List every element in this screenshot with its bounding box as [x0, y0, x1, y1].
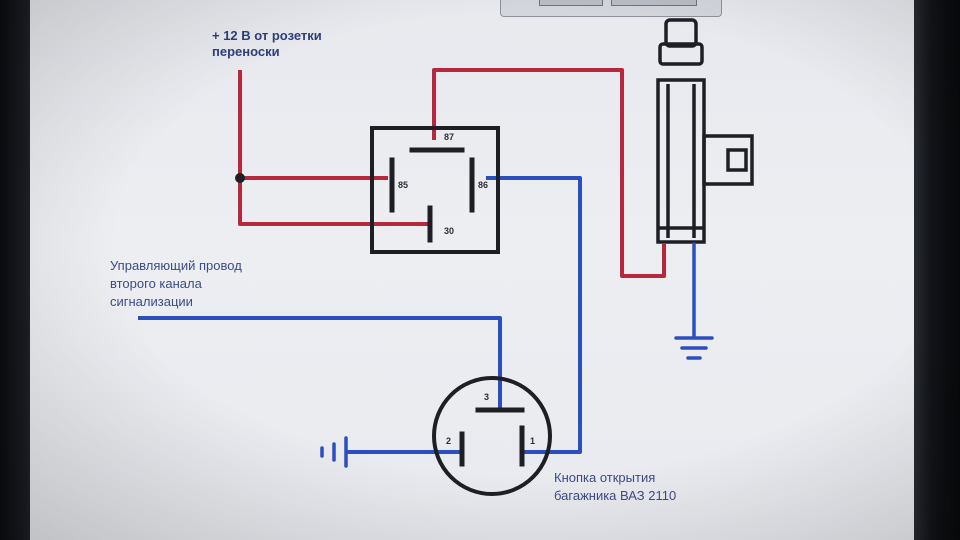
ground-icon	[674, 242, 714, 360]
monitor-bezel-right	[912, 0, 960, 540]
wiring-diagram-screen	[30, 0, 914, 540]
relay-body	[370, 126, 500, 254]
relay-pin-87: 87	[444, 132, 455, 142]
control-wire	[138, 316, 502, 408]
actuator-body	[656, 78, 706, 244]
relay-86-to-button	[486, 176, 582, 454]
actuator-plug	[664, 18, 698, 48]
power-source-label-line2: переноски	[212, 44, 280, 59]
button-body	[432, 376, 552, 496]
power-source-label-line1: + 12 В от розетки	[212, 28, 322, 43]
dialog-button[interactable]	[539, 0, 603, 6]
relay-pin-86: 86	[478, 180, 489, 190]
button-pin-2: 2	[446, 436, 452, 446]
lock-actuator	[656, 18, 754, 244]
control-wire-label-line1: Управляющий провод	[110, 258, 242, 273]
actuator-side-notch	[726, 148, 748, 172]
power-wire-to-30	[238, 70, 428, 226]
relay-pin-85: 85	[398, 180, 409, 190]
button-pin-1: 1	[530, 436, 536, 446]
relay-pin-30: 30	[444, 226, 455, 236]
actuator-side-block	[702, 134, 754, 186]
window-dialog-edge	[500, 0, 722, 17]
dialog-button[interactable]	[611, 0, 697, 6]
button-label-line2: багажника ВАЗ 2110	[554, 488, 677, 503]
button-label-line1: Кнопка открытия	[554, 470, 656, 485]
button-pin-3: 3	[484, 392, 490, 402]
ground-icon	[320, 436, 348, 468]
control-wire-label-line2: второго канала	[110, 276, 202, 291]
actuator-collar	[658, 42, 704, 66]
power-wires	[238, 68, 666, 278]
wire-junction	[235, 173, 245, 183]
power-wire-87-to-actuator	[432, 68, 666, 278]
relay	[370, 126, 500, 254]
control-wire-label-line3: сигнализации	[110, 294, 193, 309]
trunk-button	[432, 376, 552, 496]
